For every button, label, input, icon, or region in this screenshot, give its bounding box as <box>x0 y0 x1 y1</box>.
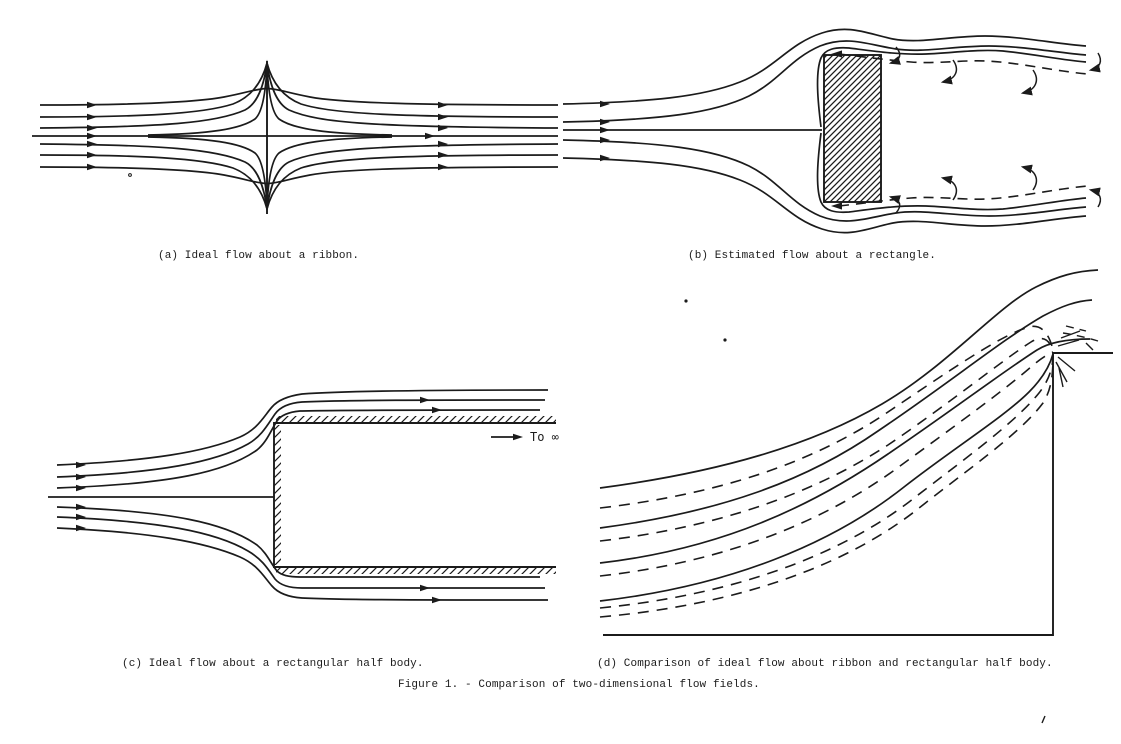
panel-d-comparison <box>599 269 1113 636</box>
ribbon-streamlines-dashed <box>599 325 1054 618</box>
streamline <box>56 389 549 466</box>
streamline <box>562 157 1087 234</box>
hatch-strip-bottom <box>276 567 556 574</box>
panel-b-streamlines <box>562 28 1087 234</box>
edge-flow-fan <box>1055 325 1099 388</box>
streamline <box>56 516 545 589</box>
scan-speck <box>684 299 688 303</box>
streamline <box>39 143 559 210</box>
streamline-dashed <box>599 325 1054 509</box>
scan-speck <box>723 338 727 342</box>
vortex-arrow <box>1020 69 1038 96</box>
streamline <box>56 506 540 578</box>
to-infinity-annotation: To ∞ <box>491 430 559 444</box>
caption-panel-c: (c) Ideal flow about a rectangular half … <box>122 658 424 670</box>
streamline <box>39 62 559 129</box>
streamline-solid <box>599 338 1091 564</box>
streamline-solid <box>599 269 1099 489</box>
half-body-corner-outline <box>603 352 1113 636</box>
hatch-strip-top <box>276 416 556 423</box>
vortex-arrow <box>888 46 901 65</box>
to-infinity-label: To ∞ <box>530 430 559 444</box>
half-body-outline <box>273 422 556 568</box>
scan-speck <box>128 173 132 177</box>
streamline-dashed <box>599 351 1054 577</box>
streamline <box>147 63 393 136</box>
panel-a-streamlines <box>39 59 559 213</box>
caption-panel-a: (a) Ideal flow about a ribbon. <box>158 250 360 262</box>
streamline <box>56 527 549 601</box>
caption-panel-d: (d) Comparison of ideal flow about ribbo… <box>597 658 1053 670</box>
vortex-arrow <box>1088 52 1102 73</box>
vortex-arrow <box>940 59 958 85</box>
vortex-arrows <box>888 46 1102 214</box>
panel-b-flow-arrowheads <box>600 100 610 162</box>
streamline <box>562 40 1087 123</box>
hatch-strip-face <box>274 425 281 565</box>
fan-stroke <box>1057 339 1080 347</box>
scan-speck <box>1041 715 1046 724</box>
fan-stroke <box>1085 342 1094 351</box>
streamline <box>39 59 559 118</box>
caption-panel-b: (b) Estimated flow about a rectangle. <box>688 250 936 262</box>
wake-arrowhead-left-top <box>831 50 842 58</box>
fan-stroke-dashed <box>1062 332 1099 342</box>
streamline <box>816 132 1087 214</box>
panel-c-ideal-flow-halfbody: To ∞ <box>48 389 559 604</box>
streamline-dashed <box>599 354 1054 609</box>
wake-arrowhead-left-bottom <box>831 202 842 210</box>
fan-stroke <box>1058 367 1064 388</box>
halfbody-streamlines-solid <box>599 269 1099 602</box>
fan-stroke <box>1057 356 1076 372</box>
vortex-arrow <box>1088 187 1102 208</box>
streamline-solid <box>599 299 1093 529</box>
panel-b-estimated-flow-rectangle <box>562 28 1102 234</box>
streamline <box>39 166 559 185</box>
streamline <box>147 136 393 209</box>
streamline <box>39 154 559 213</box>
streamline <box>56 399 546 478</box>
vortex-arrow <box>940 175 958 201</box>
vortex-arrow <box>1020 164 1038 191</box>
streamline <box>562 139 1087 222</box>
figure-caption: Figure 1. - Comparison of two-dimensiona… <box>398 679 760 691</box>
streamline-solid <box>599 353 1054 602</box>
panel-a-ideal-flow-ribbon <box>32 59 559 214</box>
vortex-arrow <box>888 195 901 214</box>
streamline <box>39 87 559 106</box>
streamline <box>56 409 541 489</box>
streamline <box>562 28 1087 105</box>
streamline-dashed <box>599 355 1054 618</box>
fan-stroke-dashed <box>1065 325 1087 332</box>
streamline <box>816 46 1087 128</box>
rectangle-body-hatched <box>823 54 882 203</box>
panel-c-streamlines <box>56 389 549 601</box>
fan-stroke <box>1055 361 1068 383</box>
